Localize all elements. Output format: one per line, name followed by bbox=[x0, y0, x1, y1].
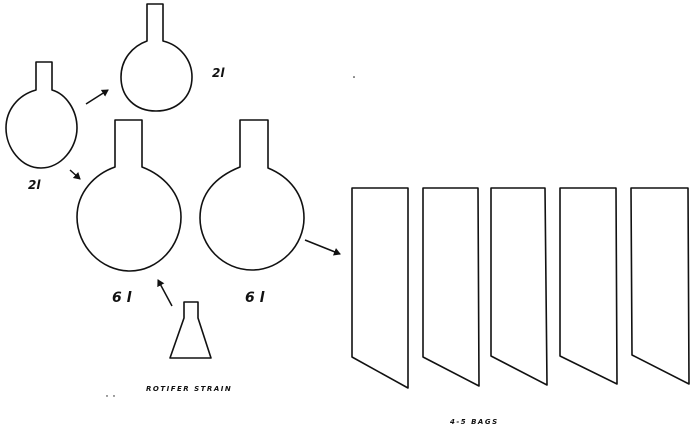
speck bbox=[113, 395, 115, 397]
bag-1 bbox=[351, 187, 409, 389]
label-bags: 4-5 BAGS bbox=[450, 418, 499, 426]
flask-2l-left bbox=[5, 61, 78, 169]
speck bbox=[106, 395, 108, 397]
label-rotifer-strain: ROTIFER STRAIN bbox=[146, 385, 232, 393]
arrow-strain-to-flask-6l bbox=[157, 279, 173, 307]
arrow-to-flask-2l-top bbox=[85, 89, 109, 105]
bag-2 bbox=[422, 187, 480, 387]
arrow-to-flask-6l-left bbox=[69, 169, 81, 180]
flask-2l-top bbox=[120, 3, 193, 112]
speck bbox=[353, 76, 355, 78]
bag-5 bbox=[630, 187, 690, 385]
label-flask-2l-top: 2l bbox=[212, 66, 225, 80]
erlenmeyer-flask-icon bbox=[169, 301, 212, 359]
flask-6l-right bbox=[199, 119, 305, 271]
bag-3 bbox=[490, 187, 548, 386]
bag-group bbox=[351, 187, 690, 389]
label-flask-6l-left: 6 l bbox=[112, 290, 132, 306]
arrow-to-bags bbox=[304, 239, 341, 256]
label-flask-6l-right: 6 l bbox=[245, 290, 265, 306]
bag-4 bbox=[559, 187, 618, 385]
flask-6l-left bbox=[76, 119, 182, 272]
label-flask-2l-left: 2l bbox=[28, 178, 41, 192]
